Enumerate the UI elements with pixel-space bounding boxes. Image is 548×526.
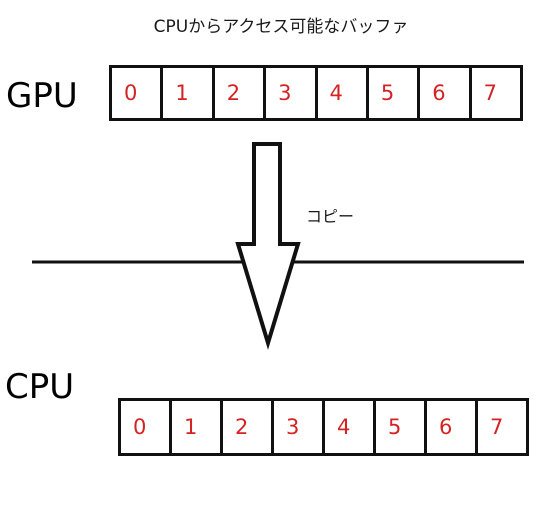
cpu-buffer-cell: 4 <box>325 401 376 453</box>
gpu-buffer-cell: 7 <box>483 81 497 105</box>
gpu-buffer: 0 1 2 3 4 5 6 7 <box>109 65 523 121</box>
gpu-buffer-cell: 4 <box>318 68 369 118</box>
cpu-buffer-cell: 3 <box>274 401 325 453</box>
gpu-buffer-cell: 6 <box>420 68 472 118</box>
buffer-caption: CPUからアクセス可能なバッファ <box>153 17 409 37</box>
gpu-buffer-cell: 3 <box>266 68 318 118</box>
cpu-buffer-cell: 2 <box>223 401 274 453</box>
cpu-label: CPU <box>5 367 75 407</box>
gpu-buffer-cell: 5 <box>369 68 421 118</box>
gpu-buffer-cell: 2 <box>215 68 267 118</box>
cpu-buffer: 0 1 2 3 4 5 6 7 <box>118 398 529 456</box>
cpu-buffer-cell: 0 <box>121 401 172 453</box>
gpu-buffer-cell: 1 <box>163 68 215 118</box>
cpu-buffer-cell: 1 <box>172 401 223 453</box>
gpu-label: GPU <box>6 76 78 116</box>
copy-arrow-icon <box>235 142 301 350</box>
cpu-buffer-cell: 7 <box>490 415 504 439</box>
copy-label: コピー <box>306 207 355 226</box>
gpu-buffer-cell: 0 <box>112 68 164 118</box>
cpu-buffer-cell: 5 <box>376 401 427 453</box>
cpu-buffer-cell: 6 <box>427 401 478 453</box>
